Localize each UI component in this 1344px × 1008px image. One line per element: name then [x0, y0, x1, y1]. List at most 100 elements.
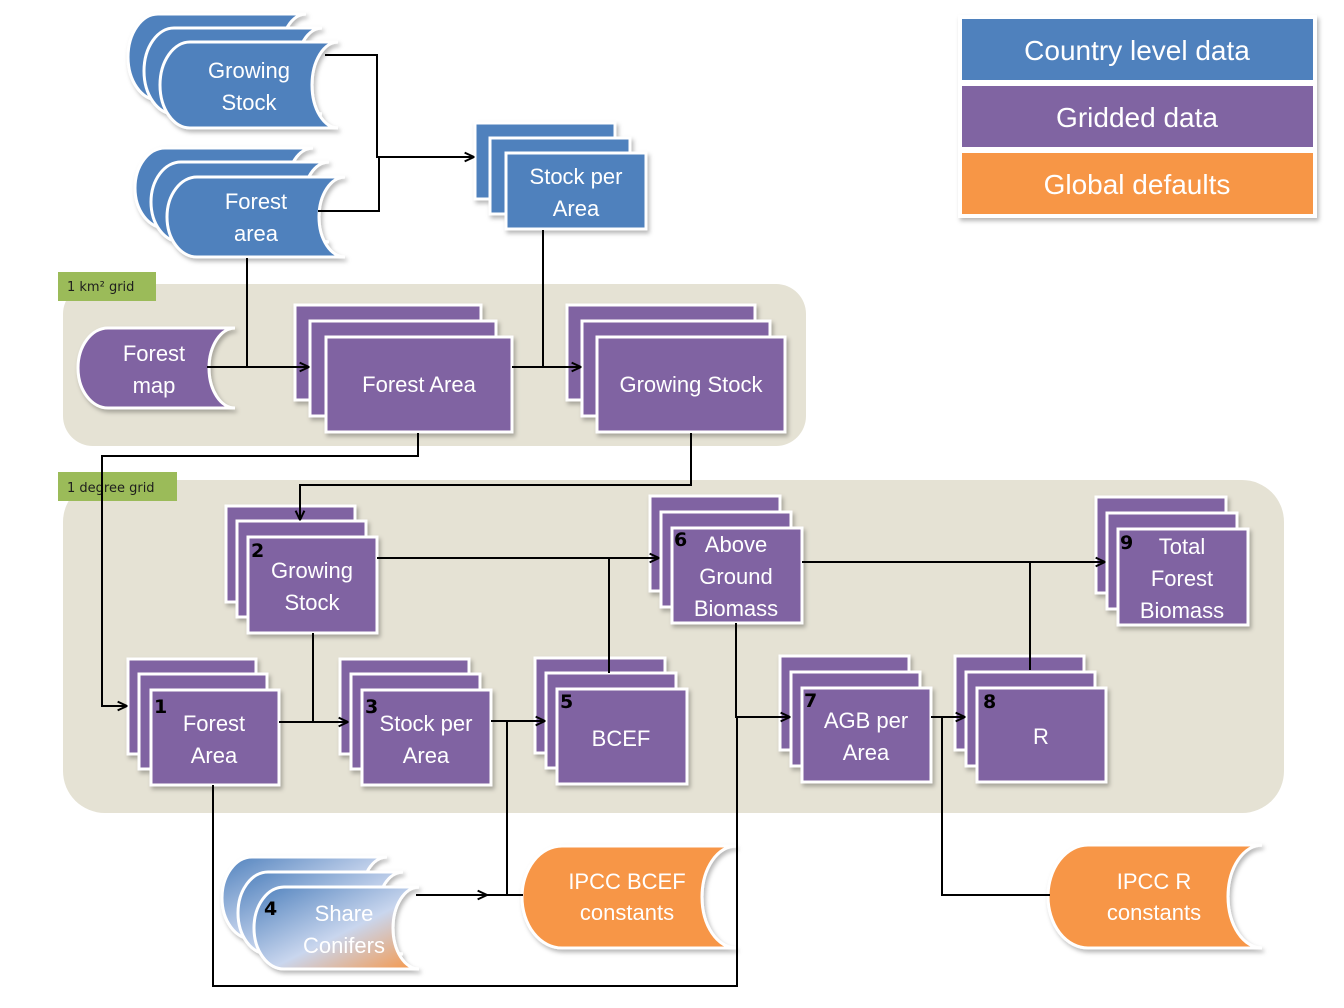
legend-label: Country level data [1024, 35, 1250, 66]
ipcc-bcef-label-line2: constants [580, 900, 674, 925]
step-number: 3 [365, 696, 378, 718]
connector-km-forest-area-to-step-1 [101, 433, 419, 706]
km-forest-area-node [293, 303, 514, 434]
legend-item-global-defaults: Global defaults [962, 153, 1313, 214]
km-grid-tag: 1 km² grid [58, 272, 156, 301]
step-number: 8 [983, 691, 996, 713]
process-box [360, 688, 493, 787]
km-forest-map-node [76, 326, 236, 410]
km-grid-label: 1 km² grid [67, 280, 134, 295]
km-growing-stock-node [565, 303, 787, 434]
connector-step-6-to-step-7 [735, 623, 790, 717]
step-4-label-line1: Share [315, 901, 374, 926]
country-stock-per-area-node [473, 121, 648, 231]
stored-data-shape [165, 175, 346, 259]
connectors [101, 54, 1105, 987]
step-1-label-line1: Forest [183, 711, 245, 736]
step-number: 5 [560, 691, 573, 713]
country-growing-stock-label-line2: Stock [221, 90, 277, 115]
km-forest-map-label-line2: map [133, 373, 176, 398]
step-3-label-line2: Area [403, 743, 450, 768]
process-box [504, 151, 648, 231]
country-stock-per-area-label-line1: Stock per [530, 164, 623, 189]
stored-data-shape [76, 326, 236, 410]
step-number: 7 [804, 690, 817, 712]
legend-label: Gridded data [1056, 102, 1218, 133]
stored-data-shape [1046, 843, 1263, 950]
step-2-growing-stock-node [224, 504, 379, 635]
step-1-label-line2: Area [191, 743, 238, 768]
step-5-bcef-node [533, 656, 689, 786]
ipcc-bcef-label-line1: IPCC BCEF [568, 869, 685, 894]
step-3-label-line1: Stock per [380, 711, 473, 736]
country-growing-stock-node [126, 12, 339, 130]
step-9-label-line3: Biomass [1140, 598, 1224, 623]
process-box [555, 687, 689, 786]
step-1-forest-area-node [126, 657, 281, 787]
legend-label: Global defaults [1044, 169, 1231, 200]
stored-data-shape [158, 40, 339, 130]
connector-step-1-to-step-7 [212, 717, 738, 987]
legend-item-gridded: Gridded data [962, 86, 1313, 147]
country-forest-area-node [133, 146, 346, 259]
step-7-agb-per-area-node [778, 654, 933, 784]
step-2-label-line2: Stock [284, 590, 340, 615]
process-box [975, 686, 1108, 784]
legend-swatch-country-level [962, 19, 1313, 80]
ipcc-r-constants-node [1046, 843, 1263, 950]
km-forest-area-label: Forest Area [362, 372, 476, 397]
step-6-above-ground-biomass-node [648, 494, 804, 625]
step-number: 4 [264, 898, 277, 920]
country-growing-stock-label-line1: Growing [208, 58, 290, 83]
stored-data-shape [520, 844, 737, 950]
ipcc-bcef-constants-node [520, 844, 737, 950]
legend: Country level data Gridded data Global d… [958, 15, 1317, 218]
country-forest-area-label-line2: area [234, 221, 279, 246]
step-7-label-line1: AGB per [824, 708, 908, 733]
process-box [246, 535, 379, 635]
stored-data-shape [252, 885, 420, 971]
step-4-label-line2: Conifers [303, 933, 385, 958]
step-number: 1 [154, 696, 167, 718]
connector-km-growing-stock-to-step-2 [300, 433, 692, 520]
step-5-label: BCEF [592, 726, 651, 751]
process-box [149, 688, 281, 787]
step-number: 9 [1120, 532, 1133, 554]
step-6-label-line2: Ground [699, 564, 772, 589]
connector-country-growing-stock-to-stock-per-area [325, 54, 474, 157]
step-9-label-line1: Total [1159, 534, 1205, 559]
ipcc-r-label-line2: constants [1107, 900, 1201, 925]
km-growing-stock-label: Growing Stock [619, 372, 763, 397]
km-forest-map-label-line1: Forest [123, 341, 185, 366]
country-forest-area-label-line1: Forest [225, 189, 287, 214]
connector-country-forest-area-to-stock-per-area [318, 157, 380, 212]
step-8-label: R [1033, 724, 1049, 749]
step-3-stock-per-area-node [338, 657, 493, 787]
process-box [595, 335, 787, 434]
step-6-label-line1: Above [705, 532, 767, 557]
degree-grid-tag: 1 degree grid [58, 472, 177, 501]
step-2-label-line1: Growing [271, 558, 353, 583]
process-box [670, 526, 804, 625]
connector-ipcc-r-to-step-8 [941, 717, 1050, 896]
legend-item-country-level: Country level data [962, 19, 1313, 80]
process-box [800, 686, 933, 784]
step-6-label-line3: Biomass [694, 596, 778, 621]
ipcc-r-label-line1: IPCC R [1117, 869, 1192, 894]
country-stock-per-area-label-line2: Area [553, 196, 600, 221]
step-number: 6 [674, 529, 687, 551]
step-4-share-conifers-node [220, 855, 420, 971]
degree-grid-tag-bg [58, 472, 177, 501]
process-box [324, 335, 514, 434]
step-8-r-node [953, 654, 1108, 784]
step-number: 2 [251, 540, 264, 562]
km-grid-tag-bg [58, 272, 156, 301]
step-9-label-line2: Forest [1151, 566, 1213, 591]
legend-swatch-gridded [962, 86, 1313, 147]
step-7-label-line2: Area [843, 740, 890, 765]
legend-swatch-global-defaults [962, 153, 1313, 214]
process-box [1116, 527, 1250, 627]
step-9-total-forest-biomass-node [1094, 495, 1250, 627]
